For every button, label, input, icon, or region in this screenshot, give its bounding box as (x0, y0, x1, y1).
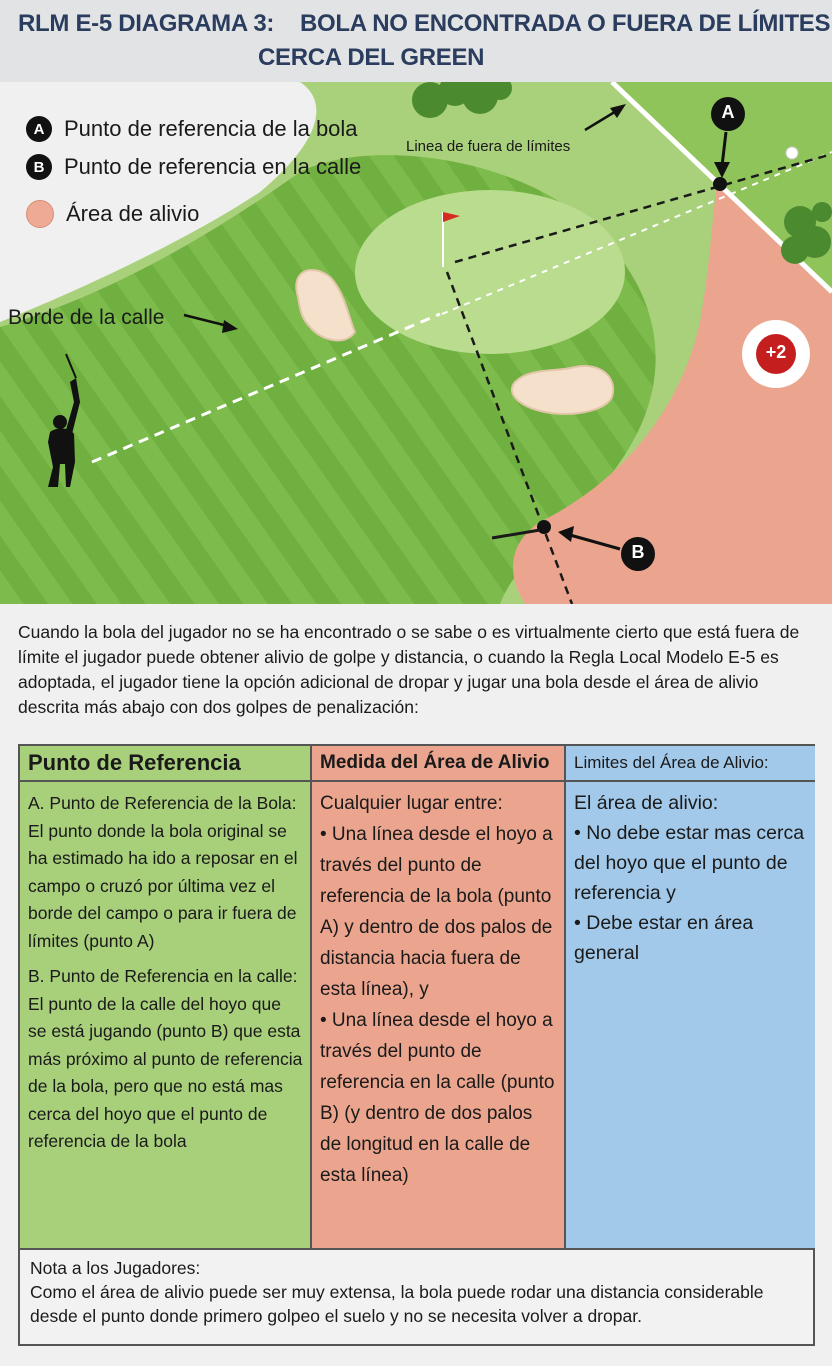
relief-table: Punto de Referencia A. Punto de Referenc… (18, 744, 815, 1346)
point-a-marker (713, 177, 727, 191)
diagram-code: RLM E-5 DIAGRAMA 3: (18, 10, 275, 37)
point-b-label: B (631, 542, 645, 562)
ball (785, 146, 799, 160)
flag (443, 212, 460, 222)
relief-area-swatch (26, 200, 54, 228)
putting-green (355, 190, 625, 354)
relief-size-intro: Cualquier lugar entre: (320, 793, 503, 814)
legend-a-label: Punto de referencia de la bola (64, 116, 358, 141)
diagram-title: BOLA NO ENCONTRADA O FUERA DE LÍMITES (300, 10, 831, 37)
column-relief-limits: Limites del Área de Alivio: El área de a… (564, 746, 815, 1248)
legend-a-badge: A (26, 116, 52, 142)
column-reference-point: Punto de Referencia A. Punto de Referenc… (20, 746, 310, 1248)
legend-b: B Punto de referencia en la calle (26, 154, 361, 180)
tree-top (412, 82, 512, 118)
player-note: Nota a los Jugadores: Como el área de al… (20, 1248, 813, 1344)
course-illustration (0, 82, 832, 604)
relief-limits-intro: El área de alivio: (574, 792, 719, 814)
relief-area (513, 180, 832, 604)
bunker-left (295, 268, 357, 342)
column-relief-size: Medida del Área de Alivio Cualquier luga… (310, 746, 564, 1248)
bunker-right (510, 365, 615, 415)
ob-line-label: Linea de fuera de límites (406, 138, 571, 155)
legend-b-label: Punto de referencia en la calle (64, 154, 362, 179)
relief-limits-item-2: • Debe estar en área general (574, 912, 754, 964)
player-note-title: Nota a los Jugadores: (30, 1258, 201, 1278)
relief-size-item-2: • Una línea desde el hoyo a través del p… (320, 1010, 555, 1186)
legend-area: Área de alivio (26, 200, 199, 228)
column-relief-limits-header: Limites del Área de Alivio: (566, 746, 815, 782)
legend-area-label: Área de alivio (66, 201, 200, 226)
golfer-icon (48, 353, 80, 487)
fairway-edge-label: Borde de la calle (8, 306, 165, 329)
legend-a: A Punto de referencia de la bola (26, 116, 358, 142)
reference-point-a-text: A. Punto de Referencia de la Bola: El pu… (28, 793, 298, 951)
player-note-text: Como el área de alivio puede ser muy ext… (30, 1282, 764, 1326)
column-reference-point-header: Punto de Referencia (20, 746, 310, 782)
diagram-subtitle: CERCA DEL GREEN (258, 44, 485, 71)
relief-size-item-1: • Una línea desde el hoyo a través del p… (320, 824, 553, 1000)
point-b-marker (537, 520, 551, 534)
point-a-label: A (721, 102, 735, 122)
legend-b-badge: B (26, 154, 52, 180)
penalty-label: +2 (765, 342, 787, 362)
tree-right (781, 202, 832, 264)
relief-limits-item-1: • No debe estar mas cerca del hoyo que e… (574, 822, 805, 904)
intro-paragraph: Cuando la bola del jugador no se ha enco… (18, 622, 800, 717)
reference-point-b-text: B. Punto de Referencia en la calle: El p… (28, 966, 303, 1151)
title-bar (0, 0, 832, 82)
column-relief-size-header: Medida del Área de Alivio (312, 746, 564, 782)
